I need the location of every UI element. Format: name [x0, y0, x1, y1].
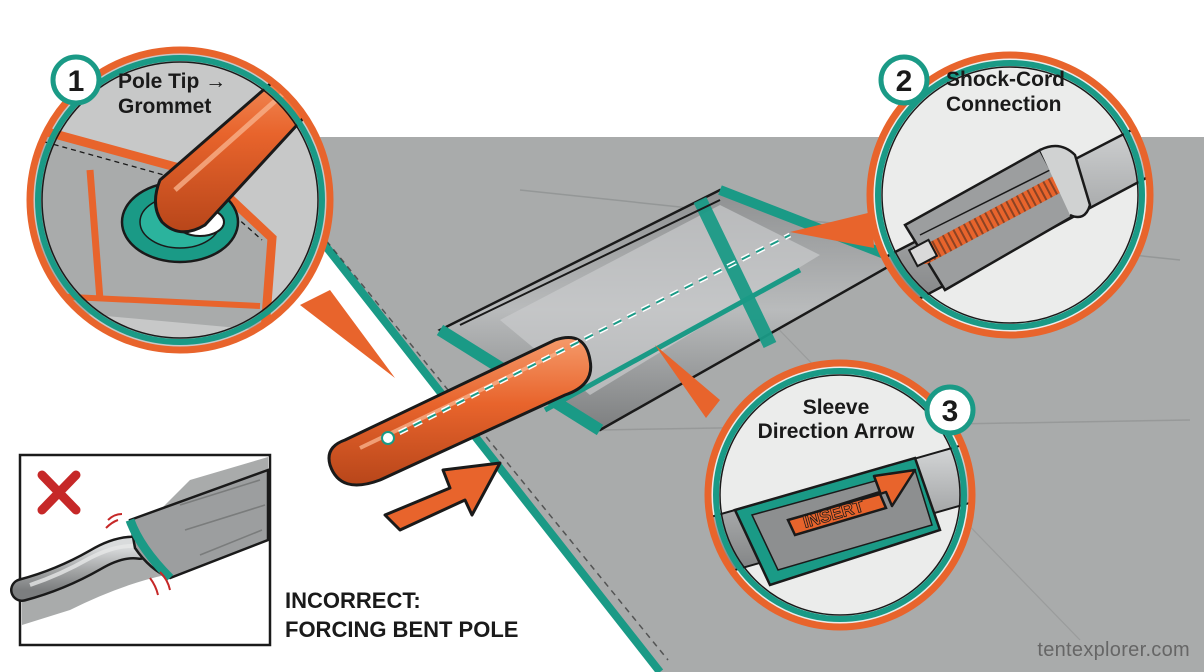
callout-1-label-line2: Grommet	[118, 95, 211, 118]
callout-1-badge	[50, 54, 102, 106]
callout-pointer-2	[790, 212, 874, 248]
callout-2-circle: 2 Shock-Cord Connection	[866, 51, 1154, 339]
callout-2-label-line1: Shock-Cord	[946, 68, 1065, 91]
callout-3-circle: INSERT Sleeve Direction Arrow 3	[704, 359, 976, 631]
callout-3-number: 3	[942, 395, 959, 428]
callout-2-label-line2: Connection	[946, 93, 1062, 116]
insert-direction-arrow	[383, 461, 502, 532]
callout-3-badge	[924, 384, 976, 436]
callout-1-circle: 1 Pole Tip → Grommet	[26, 46, 334, 354]
incorrect-label-line2: FORCING BENT POLE	[285, 617, 518, 642]
callout-2-number: 2	[896, 65, 913, 98]
site-watermark: tentexplorer.com	[1037, 639, 1190, 661]
callout-pointer-3	[655, 345, 720, 418]
x-mark-icon	[37, 470, 81, 515]
callout-3-label-line2: Direction Arrow	[758, 420, 915, 443]
callout-3-label-line1: Sleeve	[803, 396, 870, 419]
callout-1-label-line1: Pole Tip →	[118, 70, 226, 93]
callout-1-number: 1	[68, 65, 85, 98]
callout-pointer-1	[300, 290, 395, 378]
incorrect-inset	[10, 453, 272, 647]
incorrect-label-line1: INCORRECT:	[285, 588, 421, 613]
callout-2-badge	[878, 54, 930, 106]
